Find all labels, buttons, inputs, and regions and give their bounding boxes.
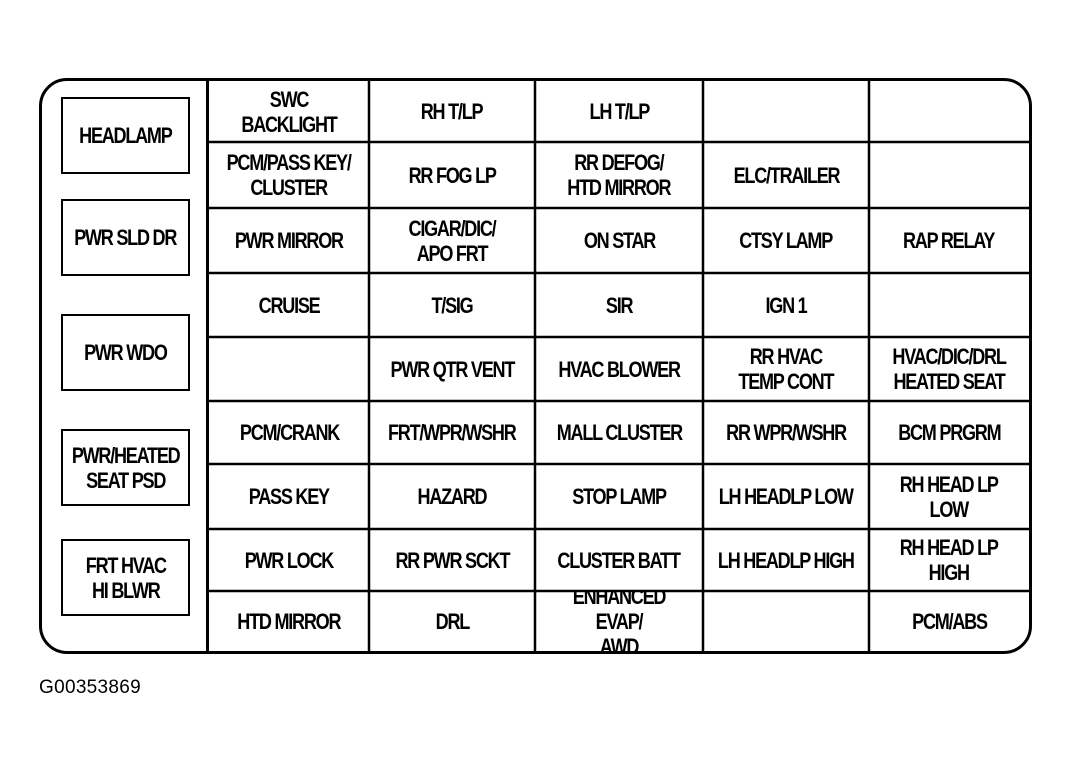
fuse-cell: RR WPR/WSHR (703, 401, 869, 464)
fuse-label: HVAC BLOWER (558, 356, 681, 382)
fuse-cell: RH HEAD LP LOW (869, 464, 1029, 529)
fuse-label: MALL CLUSTER (556, 420, 682, 445)
fuse-cell: LH T/LP (535, 81, 703, 142)
fuse-panel: HEADLAMP PWR SLD DR PWR WDO PWR/HEATED SEAT… (39, 78, 1032, 654)
fuse-cell: HAZARD (369, 464, 535, 529)
fuse-label: SWC BACKLIGHT (241, 86, 337, 137)
fuse-label: ELC/TRAILER (733, 162, 840, 188)
fuse-cell: PWR LOCK (209, 529, 369, 591)
fuse-cell (869, 273, 1029, 337)
relay-label: HEADLAMP (79, 123, 173, 148)
fuse-cell: LH HEADLP HIGH (703, 529, 869, 591)
fuse-label: RR WPR/WSHR (726, 420, 847, 445)
relay-label: FRT HVAC HI BLWR (85, 552, 166, 603)
fuse-cell: MALL CLUSTER (535, 401, 703, 464)
fuse-label: PWR LOCK (244, 547, 335, 573)
fuse-cell: PCM/PASS KEY/ CLUSTER (209, 142, 369, 208)
fuse-label: T/SIG (431, 292, 474, 318)
fuse-cell: PWR MIRROR (209, 208, 369, 273)
fuse-label: IGN 1 (765, 292, 808, 318)
fuse-label: LH T/LP (589, 99, 650, 124)
fuse-label: PCM/PASS KEY/ CLUSTER (226, 150, 352, 200)
fuse-cell (209, 337, 369, 401)
fuse-cell: PCM/CRANK (209, 401, 369, 464)
fuse-label: CTSY LAMP (739, 228, 834, 253)
fuse-label: RR PWR SCKT (395, 547, 510, 573)
fuse-label: PASS KEY (248, 484, 330, 509)
fuse-label: SIR (605, 292, 634, 318)
fuse-cell: PCM/ABS (869, 591, 1029, 651)
fuse-label: DRL (435, 608, 470, 634)
fuse-cell: RR HVAC TEMP CONT (703, 337, 869, 401)
fuse-cell: RR DEFOG/ HTD MIRROR (535, 142, 703, 208)
fuse-cell (703, 81, 869, 142)
fuse-cell: CLUSTER BATT (535, 529, 703, 591)
fuse-cell: HTD MIRROR (209, 591, 369, 651)
fuse-cell: SIR (535, 273, 703, 337)
fuse-cell: RAP RELAY (869, 208, 1029, 273)
fuse-cell (869, 142, 1029, 208)
fuse-label: CLUSTER BATT (557, 547, 681, 573)
fuse-cell: HVAC/DIC/DRL HEATED SEAT (869, 337, 1029, 401)
fuse-cell (703, 591, 869, 651)
fuse-cell: T/SIG (369, 273, 535, 337)
figure-id: G00353869 (39, 677, 142, 698)
fuse-cell: PASS KEY (209, 464, 369, 529)
fuse-cell: FRT/WPR/WSHR (369, 401, 535, 464)
fuse-label: LH HEADLP HIGH (718, 547, 855, 573)
fuse-label: RR DEFOG/ HTD MIRROR (567, 150, 672, 200)
fuse-label: STOP LAMP (572, 484, 667, 509)
fuse-label: ON STAR (583, 228, 655, 253)
fuse-cell: LH HEADLP LOW (703, 464, 869, 529)
fuse-label: RH HEAD LP HIGH (900, 535, 999, 585)
fuse-label: RR FOG LP (408, 162, 496, 188)
fuse-label: PWR MIRROR (235, 228, 344, 253)
fuse-label: PWR QTR VENT (390, 356, 515, 382)
relay-box: FRT HVAC HI BLWR (61, 539, 190, 616)
relay-box: PWR SLD DR (61, 199, 190, 276)
fuse-label: LH HEADLP LOW (718, 484, 854, 509)
fuse-cell: DRL (369, 591, 535, 651)
fuse-cell: CIGAR/DIC/ APO FRT (369, 208, 535, 273)
fuse-cell: IGN 1 (703, 273, 869, 337)
fuse-grid: SWC BACKLIGHT RH T/LP LH T/LP PCM/PASS KEY/… (209, 81, 1029, 651)
fuse-cell: ELC/TRAILER (703, 142, 869, 208)
fuse-cell: ENHANCED EVAP/ AWD (535, 591, 703, 651)
fuse-label: HAZARD (417, 484, 488, 509)
fuse-cell: RR FOG LP (369, 142, 535, 208)
grid-lines (209, 81, 1029, 651)
fuse-label: RH HEAD LP LOW (900, 471, 999, 522)
relay-label: PWR SLD DR (74, 225, 178, 250)
fuse-cell: RH T/LP (369, 81, 535, 142)
fuse-cell (869, 81, 1029, 142)
fuse-cell: SWC BACKLIGHT (209, 81, 369, 142)
relay-box: HEADLAMP (61, 97, 190, 174)
fuse-label: BCM PRGRM (897, 420, 1001, 445)
fuse-label: RH T/LP (421, 99, 484, 124)
fuse-label: PCM/CRANK (239, 420, 339, 445)
fuse-label: CIGAR/DIC/ APO FRT (408, 215, 497, 266)
fuse-label: CRUISE (258, 292, 321, 318)
fuse-cell: CTSY LAMP (703, 208, 869, 273)
fuse-cell: RR PWR SCKT (369, 529, 535, 591)
relay-box: PWR WDO (61, 314, 190, 391)
fuse-cell: HVAC BLOWER (535, 337, 703, 401)
fuse-label: HVAC/DIC/DRL HEATED SEAT (892, 344, 1006, 394)
fuse-cell: CRUISE (209, 273, 369, 337)
fuse-label: FRT/WPR/WSHR (388, 420, 517, 445)
relay-box: PWR/HEATED SEAT PSD (61, 429, 190, 506)
fuse-label: HTD MIRROR (237, 608, 342, 634)
fuse-label: RAP RELAY (903, 228, 995, 253)
fuse-cell: STOP LAMP (535, 464, 703, 529)
fuse-cell: ON STAR (535, 208, 703, 273)
fuse-cell: BCM PRGRM (869, 401, 1029, 464)
fuse-cell: PWR QTR VENT (369, 337, 535, 401)
fuse-label: ENHANCED EVAP/ AWD (572, 591, 667, 651)
relay-label: PWR WDO (84, 340, 168, 365)
fuse-label: PCM/ABS (911, 608, 988, 634)
relay-column: HEADLAMP PWR SLD DR PWR WDO PWR/HEATED SEAT… (42, 81, 209, 651)
fuse-label: RR HVAC TEMP CONT (738, 344, 835, 394)
fuse-cell: RH HEAD LP HIGH (869, 529, 1029, 591)
relay-label: PWR/HEATED SEAT PSD (71, 442, 181, 493)
